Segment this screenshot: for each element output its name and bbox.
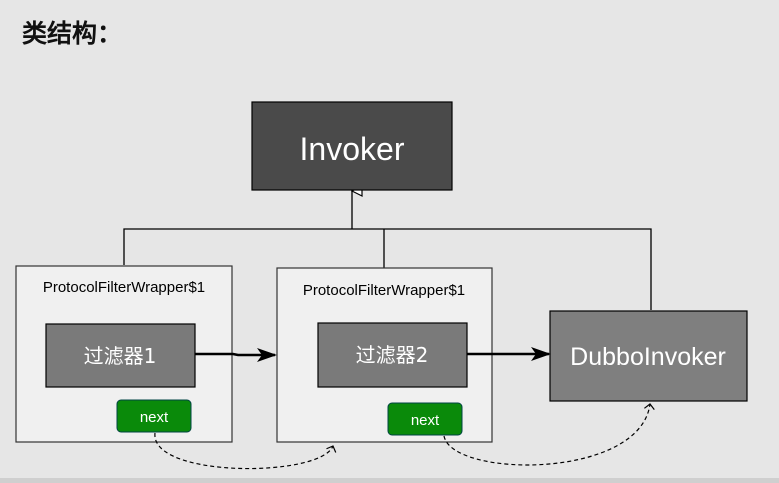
next2-reference: [443, 403, 655, 466]
filter1-label: 过滤器1: [84, 344, 157, 368]
filter2-box: [317, 322, 468, 388]
dubbo-invoker-node: DubboInvoker: [549, 310, 748, 402]
page-title: 类结构：: [22, 19, 123, 48]
inheritance-connectors: [123, 191, 652, 310]
next1-label: next: [140, 409, 169, 426]
wrapper1-label: ProtocolFilterWrapper$1: [43, 279, 205, 296]
next2-badge: [387, 402, 463, 436]
invoker-label: Invoker: [300, 131, 405, 167]
filter2-label: 过滤器2: [356, 343, 429, 367]
next2-label: next: [411, 412, 440, 429]
call-arrows: [195, 347, 551, 362]
next-references: [154, 403, 655, 470]
bottom-divider: [0, 478, 779, 483]
next1-reference: [154, 432, 337, 470]
wrapper2-node: ProtocolFilterWrapper$1 过滤器2 next: [276, 267, 493, 443]
wrapper2-label: ProtocolFilterWrapper$1: [303, 282, 465, 299]
filter1-box: [45, 323, 196, 388]
invoker-node: Invoker: [251, 101, 453, 191]
next1-badge: [116, 399, 192, 433]
dubbo-invoker-label: DubboInvoker: [570, 343, 726, 371]
arrow-filter1-to-wrapper2: [195, 348, 277, 362]
